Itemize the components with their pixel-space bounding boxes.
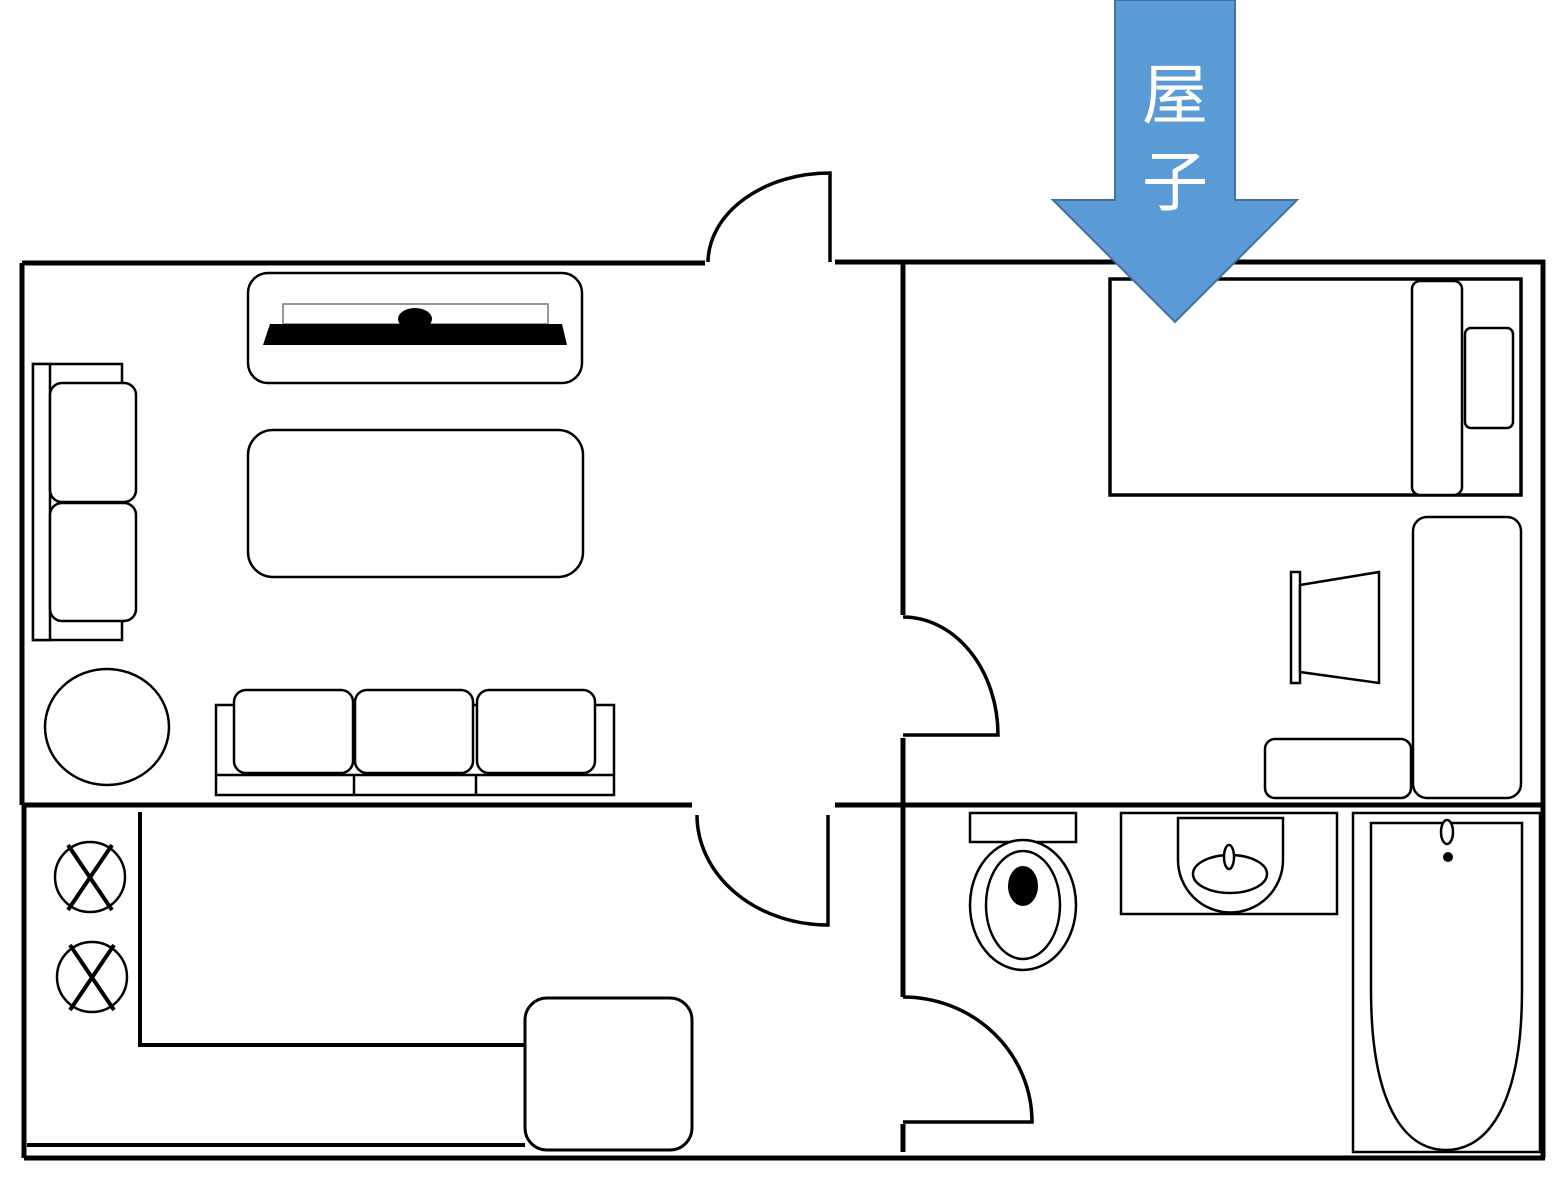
bench	[1263, 737, 1413, 800]
left-sofa	[31, 362, 138, 642]
chair	[1289, 570, 1381, 685]
arrow-label-line2: 子	[1142, 144, 1208, 221]
bathroom-door[interactable]	[902, 995, 1034, 1124]
bedroom-door[interactable]	[902, 615, 1000, 737]
arrow-label-line1: 屋	[1142, 57, 1208, 134]
desk	[1411, 515, 1523, 800]
tv-stand	[246, 271, 584, 385]
bed	[1108, 277, 1523, 497]
stove-burner-icon	[53, 840, 127, 914]
kitchen-door[interactable]	[695, 814, 830, 927]
toilet	[968, 811, 1078, 972]
bottom-sofa	[214, 688, 616, 797]
bathtub	[1351, 811, 1542, 1154]
coffee-table	[246, 428, 585, 579]
sink	[1119, 811, 1339, 916]
stove-burner-icon	[55, 940, 129, 1014]
house-arrow-icon: 屋 子	[1050, 0, 1300, 324]
round-table	[43, 667, 171, 787]
entrance-door[interactable]	[706, 171, 832, 263]
kitchen-counter	[27, 812, 694, 1152]
